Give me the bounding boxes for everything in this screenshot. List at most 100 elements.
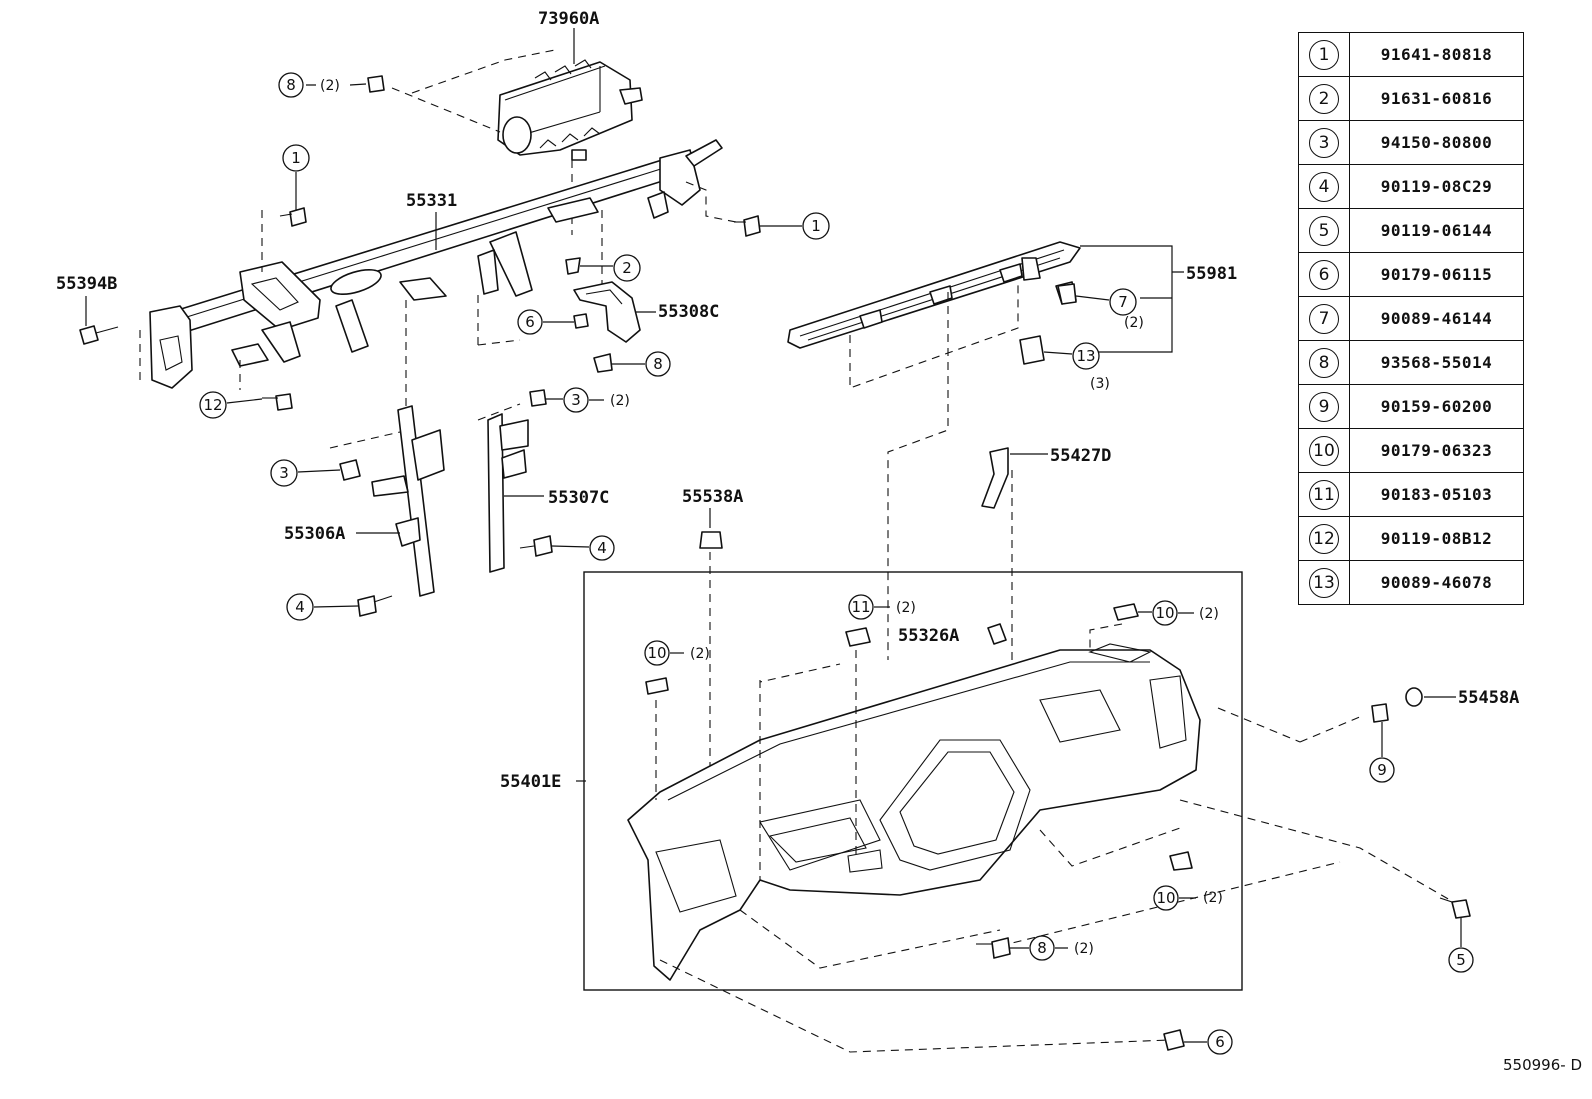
part-label-55458a: 55458A: [1458, 688, 1519, 708]
legend-row: 10 90179-06323: [1298, 428, 1524, 473]
callout-10-top-right: [1152, 600, 1178, 626]
callouts: 8 (2) 1 1 2 6 8 12 3 (2) 3: [199, 72, 1474, 1055]
qty-8-bottom: (2): [1074, 941, 1094, 957]
callout-11: [848, 594, 874, 620]
legend-key-circle: 11: [1309, 479, 1339, 510]
callout-6-bottom-num: 6: [1215, 1033, 1225, 1051]
part-label-55307c: 55307C: [548, 488, 609, 508]
callout-3-mid: [563, 387, 589, 413]
legend-key-circle: 13: [1309, 567, 1339, 598]
part-label-55306a: 55306A: [284, 524, 345, 544]
callout-4-mid-num: 4: [597, 539, 607, 557]
callout-3-left-num: 3: [279, 464, 289, 482]
callout-7-num: 7: [1118, 293, 1128, 311]
nut-55458a: [1405, 687, 1423, 707]
callout-5-num: 5: [1456, 951, 1466, 969]
callout-12-num: 12: [203, 396, 222, 414]
callout-6-mid-num: 6: [525, 313, 535, 331]
callout-9: [1369, 757, 1395, 783]
part-label-55331: 55331: [406, 191, 457, 211]
bolt-55394b: [79, 325, 119, 345]
callout-10-left: [644, 640, 670, 666]
legend-key-circle: 3: [1309, 127, 1339, 158]
qty-11: (2): [896, 600, 916, 616]
callout-12: [199, 391, 227, 419]
callout-13-num: 13: [1076, 347, 1095, 365]
part-label-55401e: 55401E: [500, 772, 561, 792]
callout-8-bottom: [1029, 935, 1055, 961]
legend-key-cell: 12: [1298, 516, 1350, 561]
legend-key-cell: 8: [1298, 340, 1350, 385]
brace-55306a: [371, 405, 445, 597]
legend-part-number: 90183-05103: [1349, 472, 1524, 517]
legend-key-cell: 7: [1298, 296, 1350, 341]
fastener-icons: [262, 75, 1471, 1051]
legend-key-circle: 8: [1309, 347, 1339, 378]
safety-pad-55401e: [627, 643, 1201, 981]
legend-row: 12 90119-08B12: [1298, 516, 1524, 561]
part-label-55308c: 55308C: [658, 302, 719, 322]
callout-11-num: 11: [851, 598, 870, 616]
defroster-nozzle-55981: [787, 241, 1081, 349]
legend-key-cell: 6: [1298, 252, 1350, 297]
callout-10-top-right-num: 10: [1155, 604, 1174, 622]
legend-part-number: 90179-06115: [1349, 252, 1524, 297]
legend-key-circle: 5: [1309, 215, 1339, 246]
clip-55538a: [699, 531, 723, 549]
legend-part-number: 91641-80818: [1349, 32, 1524, 77]
callout-3-left: [270, 459, 298, 487]
callout-1-right: [802, 212, 830, 240]
legend-key-cell: 5: [1298, 208, 1350, 253]
legend-row: 9 90159-60200: [1298, 384, 1524, 429]
callout-8-top: [278, 72, 304, 98]
legend-key-circle: 6: [1309, 259, 1339, 290]
legend-part-number: 90119-08C29: [1349, 164, 1524, 209]
callout-2-num: 2: [622, 259, 632, 277]
callout-13: [1072, 342, 1100, 370]
legend-key-cell: 4: [1298, 164, 1350, 209]
qty-3-mid: (2): [610, 393, 630, 409]
part-label-55394b: 55394B: [56, 274, 117, 294]
part-label-55538a: 55538A: [682, 487, 743, 507]
callout-10-left-num: 10: [647, 644, 666, 662]
callout-1-left: [282, 144, 310, 172]
legend-key-circle: 7: [1309, 303, 1339, 334]
part-label-55427d: 55427D: [1050, 446, 1111, 466]
qty-10-bottom: (2): [1203, 890, 1223, 906]
clips-panel: [645, 603, 1193, 871]
callout-10-bottom-num: 10: [1156, 889, 1175, 907]
callout-5: [1448, 947, 1474, 973]
legend-key-circle: 12: [1309, 523, 1339, 554]
legend-part-number: 90179-06323: [1349, 428, 1524, 473]
figure-reference: 550996- D: [1503, 1056, 1582, 1074]
part-label-55326a: 55326A: [898, 626, 959, 646]
callout-6-bottom: [1207, 1029, 1233, 1055]
legend-part-number: 94150-80800: [1349, 120, 1524, 165]
instrument-panel-reinforcement: [149, 139, 723, 389]
legend-key-circle: 10: [1309, 435, 1339, 466]
qty-10-top-right: (2): [1199, 606, 1219, 622]
legend-row: 6 90179-06115: [1298, 252, 1524, 297]
legend-row: 11 90183-05103: [1298, 472, 1524, 517]
bracket-55427d: [981, 447, 1009, 509]
callout-7: [1109, 288, 1137, 316]
legend-row: 3 94150-80800: [1298, 120, 1524, 165]
callout-1-left-num: 1: [291, 149, 301, 167]
legend-part-number: 91631-60816: [1349, 76, 1524, 121]
callout-8-mid: [645, 351, 671, 377]
callout-8-top-num: 8: [286, 76, 296, 94]
part-label-73960a: 73960A: [538, 9, 599, 29]
legend-key-cell: 10: [1298, 428, 1350, 473]
legend-part-number: 90159-60200: [1349, 384, 1524, 429]
legend-part-number: 90089-46144: [1349, 296, 1524, 341]
legend-part-number: 90119-08B12: [1349, 516, 1524, 561]
legend-part-number: 90089-46078: [1349, 560, 1524, 605]
callout-8-mid-num: 8: [653, 355, 663, 373]
legend-key-circle: 9: [1309, 391, 1339, 422]
callout-4-left: [286, 593, 314, 621]
